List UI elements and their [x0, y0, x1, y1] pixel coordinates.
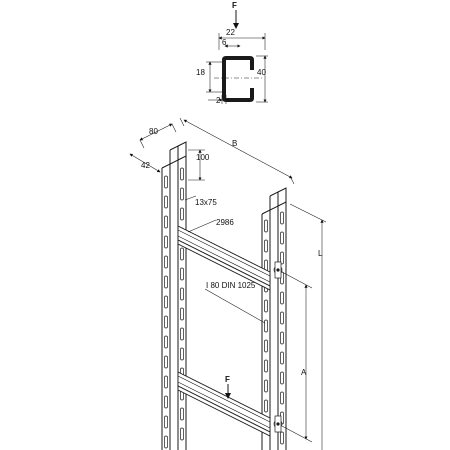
- profile-force-label: F: [232, 1, 237, 10]
- rail-slot: [164, 415, 168, 429]
- rail-slot: [164, 195, 168, 209]
- rail-slot: [264, 379, 268, 393]
- rail-slot: [164, 175, 168, 189]
- rail-slot: [164, 395, 168, 409]
- rail-slot: [280, 351, 284, 365]
- rail-slot: [164, 335, 168, 349]
- profile-inner-label: 18: [196, 68, 205, 77]
- length-label: L: [318, 249, 323, 258]
- rail-slot: [180, 167, 184, 181]
- c-profile-shape: [222, 56, 254, 102]
- rail-slot: [264, 399, 268, 413]
- rail-slot: [180, 207, 184, 221]
- rail-slot: [164, 375, 168, 389]
- profile-thickness-label: 2: [216, 96, 221, 105]
- ladder-width-label: B: [232, 139, 237, 148]
- rail-slot: [180, 407, 184, 421]
- rail-slot: [264, 219, 268, 233]
- rung-length-label: 2986: [216, 218, 234, 227]
- rail-slot: [264, 339, 268, 353]
- rung-upper: [177, 225, 271, 291]
- rail-slot: [280, 311, 284, 325]
- rail-slot: [164, 315, 168, 329]
- rail-slot: [164, 355, 168, 369]
- rail-slot: [264, 239, 268, 253]
- rail-width-label: 42: [141, 161, 150, 170]
- bolt-upper: [273, 261, 283, 279]
- left-rail: [161, 141, 187, 450]
- profile-width-label: 22: [226, 28, 235, 37]
- rail-slot: [180, 287, 184, 301]
- spacing-label: A: [301, 368, 307, 377]
- rail-slot: [280, 431, 284, 445]
- rail-slot: [280, 391, 284, 405]
- rail-slot: [180, 247, 184, 261]
- rail-slot: [164, 275, 168, 289]
- rail-slot: [280, 211, 284, 225]
- rail-slot: [164, 435, 168, 449]
- rung-lower: [177, 371, 271, 437]
- rail-slot: [180, 427, 184, 441]
- ladder-width-dim-line: [183, 119, 293, 179]
- rail-slot: [164, 295, 168, 309]
- profile-section: F 22 6 40 18 2: [196, 1, 268, 105]
- rail-slot: [180, 307, 184, 321]
- rail-slot: [280, 251, 284, 265]
- rail-slot: [264, 299, 268, 313]
- bolt-lower: [273, 415, 283, 433]
- profile-height-label: 40: [257, 68, 266, 77]
- rail-slot: [264, 359, 268, 373]
- ladder-drawing: 80 42 B 100 13x75: [129, 117, 327, 450]
- rail-slot: [164, 215, 168, 229]
- rail-depth-label: 80: [149, 127, 158, 136]
- right-rail: [261, 187, 287, 450]
- rail-slot: [280, 371, 284, 385]
- rail-slot: [180, 187, 184, 201]
- rail-slot: [180, 347, 184, 361]
- rail-slot: [264, 319, 268, 333]
- slot-size-label: 13x75: [195, 198, 217, 207]
- rung-force-label: F: [225, 375, 230, 384]
- rail-slot: [164, 255, 168, 269]
- rail-slot: [180, 327, 184, 341]
- rung-profile-label: I 80 DIN 1025: [206, 281, 256, 290]
- rail-slot: [280, 291, 284, 305]
- profile-gap-label: 6: [222, 38, 227, 47]
- rail-slot: [280, 331, 284, 345]
- rail-slot: [280, 231, 284, 245]
- hole-pitch-label: 100: [196, 153, 210, 162]
- rail-slot: [164, 235, 168, 249]
- rail-slot: [180, 267, 184, 281]
